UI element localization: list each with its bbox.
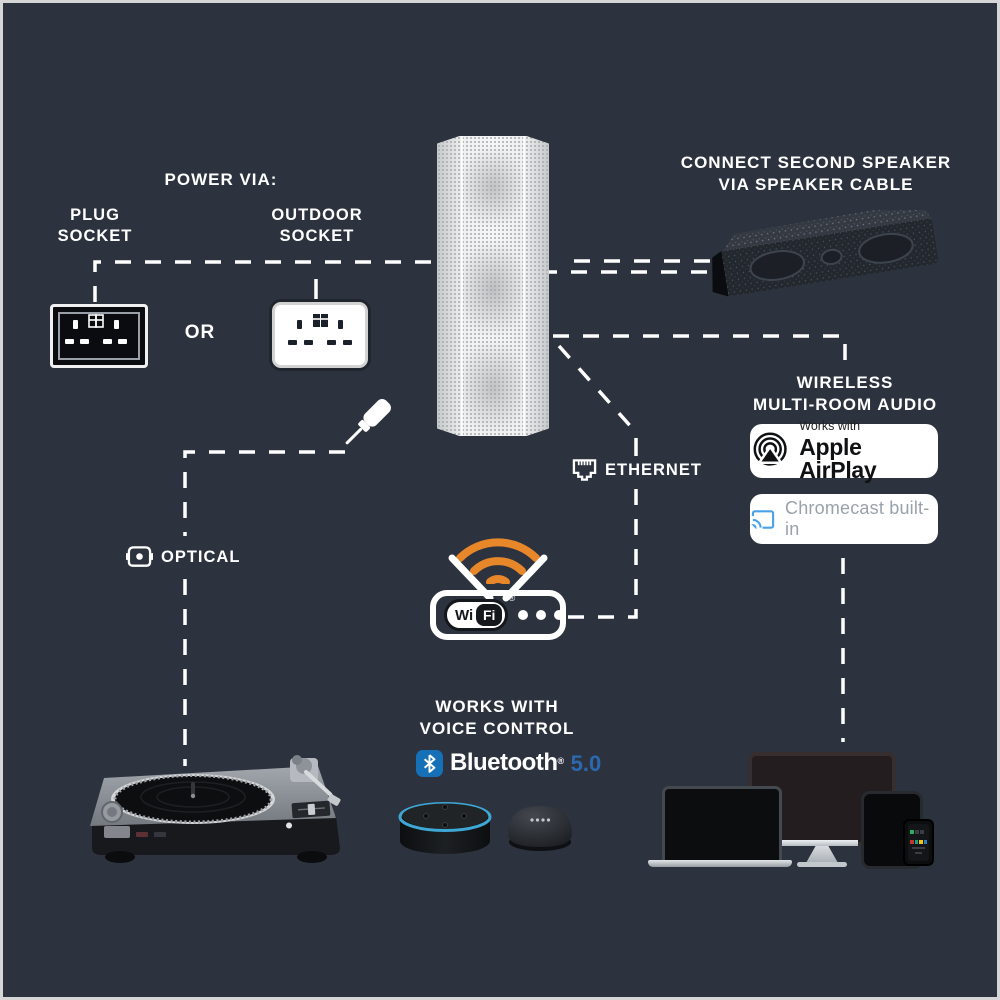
wireless-line bbox=[553, 334, 847, 362]
phone-screen bbox=[908, 824, 929, 861]
power-via-text: POWER VIA: bbox=[164, 170, 278, 189]
outdoor-socket-icon bbox=[272, 302, 368, 368]
chromecast-text: Chromecast built-in bbox=[785, 498, 930, 539]
plug-socket-label: PLUG SOCKET bbox=[58, 205, 133, 247]
voice-line2: VOICE CONTROL bbox=[419, 719, 575, 738]
wifi-router-icon: Wi Fi ® bbox=[430, 590, 566, 640]
phone-album-art bbox=[910, 840, 927, 844]
optical-label: OPTICAL bbox=[126, 544, 240, 570]
wifi-logo: Wi Fi ® bbox=[444, 593, 515, 631]
ethernet-diagonal-line bbox=[557, 344, 635, 431]
monitor-base bbox=[797, 862, 847, 867]
monitor-chin bbox=[776, 840, 858, 846]
wifi-logo-registered-mark: ® bbox=[508, 593, 516, 603]
voice-control-label: WORKS WITH VOICE CONTROL bbox=[420, 696, 575, 740]
wireless-label: WIRELESS MULTI-ROOM AUDIO bbox=[753, 372, 937, 416]
outdoor-socket-line2: SOCKET bbox=[279, 227, 355, 245]
optical-line-upper bbox=[183, 450, 345, 536]
wireless-line2: MULTI-ROOM AUDIO bbox=[752, 395, 938, 414]
router-dots bbox=[518, 610, 565, 620]
airplay-works-with-text: Works with bbox=[799, 419, 861, 434]
power-line bbox=[93, 260, 438, 302]
outdoor-socket-label: OUTDOOR SOCKET bbox=[271, 205, 362, 247]
chromecast-icon bbox=[751, 509, 775, 529]
bluetooth-icon bbox=[416, 750, 443, 777]
laptop-icon bbox=[662, 786, 782, 863]
wifi-logo-wi: Wi bbox=[455, 606, 474, 624]
wifi-logo-fi: Fi bbox=[482, 607, 496, 623]
bluetooth-version: 5.0 bbox=[570, 751, 602, 776]
second-speaker-icon bbox=[712, 210, 939, 297]
bluetooth-word: Bluetooth® bbox=[450, 748, 564, 778]
second-speaker-label: CONNECT SECOND SPEAKER VIA SPEAKER CABLE bbox=[681, 152, 951, 196]
turntable-icon bbox=[90, 755, 341, 863]
aux-jack-icon bbox=[345, 399, 391, 445]
monitor-stand bbox=[806, 846, 838, 863]
second-speaker-line2: VIA SPEAKER CABLE bbox=[718, 175, 914, 194]
phone-album-art bbox=[910, 830, 927, 834]
outdoor-socket-line1: OUTDOOR bbox=[271, 206, 363, 224]
or-label: OR bbox=[185, 322, 216, 344]
wifi-logo-fi-box: Fi bbox=[476, 604, 503, 626]
or-text: OR bbox=[184, 322, 216, 343]
phone-icon bbox=[903, 819, 934, 866]
voice-line1: WORKS WITH bbox=[435, 697, 559, 716]
optical-text: OPTICAL bbox=[161, 547, 241, 566]
airplay-icon bbox=[753, 432, 787, 466]
speaker-facet-line bbox=[523, 136, 526, 436]
wireless-line1: WIRELESS bbox=[796, 373, 894, 392]
ethernet-router-line bbox=[566, 489, 638, 619]
plug-socket-icon bbox=[50, 304, 148, 368]
laptop-base bbox=[648, 860, 792, 867]
second-speaker-line1: CONNECT SECOND SPEAKER bbox=[680, 153, 952, 172]
plug-socket-line1: PLUG bbox=[70, 206, 120, 224]
bluetooth-registered-mark: ® bbox=[557, 756, 564, 766]
phone-text-line bbox=[912, 847, 925, 849]
echo-dot-icon bbox=[398, 802, 492, 854]
plug-socket-line2: SOCKET bbox=[57, 227, 133, 245]
main-speaker-icon bbox=[437, 136, 549, 436]
speaker-facet-line bbox=[460, 136, 463, 436]
ethernet-port-icon bbox=[572, 459, 597, 481]
google-home-icon bbox=[508, 806, 572, 851]
bluetooth-logo: Bluetooth® 5.0 bbox=[416, 748, 601, 780]
bluetooth-text: Bluetooth bbox=[450, 749, 558, 776]
phone-text-line bbox=[915, 852, 922, 854]
ethernet-label: ETHERNET bbox=[572, 458, 702, 482]
airplay-badge: Works with Apple AirPlay bbox=[750, 420, 938, 481]
chromecast-badge: Chromecast built-in bbox=[750, 494, 938, 544]
airplay-name-text: Apple AirPlay bbox=[799, 433, 877, 483]
optical-port-icon bbox=[126, 546, 153, 567]
wifi-signal-icon bbox=[456, 538, 540, 584]
ethernet-text: ETHERNET bbox=[605, 460, 702, 479]
power-via-title: POWER VIA: bbox=[165, 169, 278, 191]
